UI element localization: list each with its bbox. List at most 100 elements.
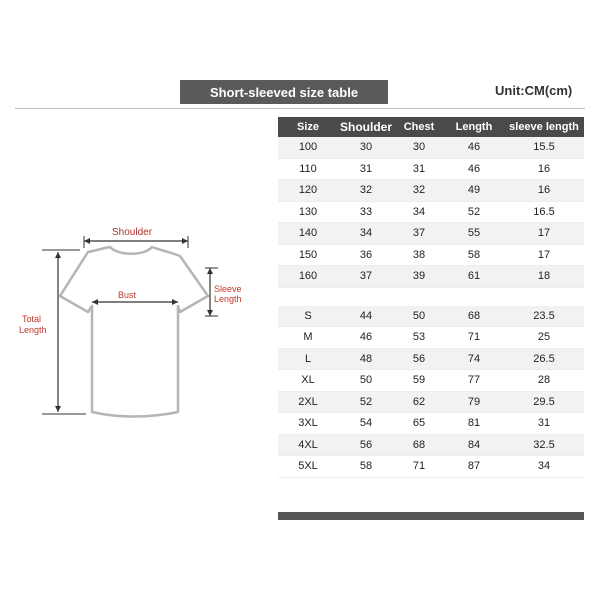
- cell-sleeve-length: 28: [537, 374, 551, 387]
- table-footer-bar: [278, 512, 584, 520]
- cell-shoulder: 44: [359, 309, 373, 322]
- cell-shoulder: 46: [359, 331, 373, 344]
- cell-chest: 56: [412, 352, 426, 365]
- size-table: Size Shoulder Chest Length sleeve length…: [278, 117, 584, 478]
- sleeve-label-line1: Sleeve: [214, 284, 242, 294]
- cell-chest: 68: [412, 438, 426, 451]
- cell-size: S: [304, 309, 312, 322]
- table-row: L 48 56 74 26.5: [278, 348, 584, 370]
- cell-size: XL: [301, 374, 315, 387]
- cell-sleeve-length: 26.5: [533, 352, 555, 365]
- cell-length: 74: [467, 352, 481, 365]
- cell-shoulder: 58: [359, 460, 373, 473]
- cell-length: 84: [467, 438, 481, 451]
- cell-chest: 59: [412, 374, 426, 387]
- cell-size: 4XL: [298, 438, 318, 451]
- cell-size: 2XL: [298, 395, 318, 408]
- cell-length: 52: [467, 205, 481, 218]
- cell-shoulder: 37: [359, 270, 373, 283]
- cell-chest: 71: [412, 460, 426, 473]
- cell-size: 150: [298, 248, 318, 261]
- cell-length: 49: [467, 184, 481, 197]
- cell-shoulder: 33: [359, 205, 373, 218]
- cell-chest: 34: [412, 205, 426, 218]
- total-label-line2: Length: [19, 325, 47, 335]
- header-chest: Chest: [403, 121, 435, 133]
- cell-chest: 50: [412, 309, 426, 322]
- header-size: Size: [296, 121, 319, 133]
- cell-sleeve-length: 15.5: [533, 141, 555, 154]
- table-title: Short-sleeved size table: [180, 80, 388, 104]
- cell-length: 68: [467, 309, 481, 322]
- cell-shoulder: 31: [359, 162, 373, 175]
- cell-chest: 65: [412, 417, 426, 430]
- cell-sleeve-length: 29.5: [533, 395, 555, 408]
- cell-sleeve-length: 31: [537, 417, 551, 430]
- cell-shoulder: 36: [359, 248, 373, 261]
- table-row: 3XL 54 65 81 31: [278, 413, 584, 435]
- cell-size: 3XL: [298, 417, 318, 430]
- cell-sleeve-length: 16: [537, 162, 551, 175]
- cell-chest: 62: [412, 395, 426, 408]
- cell-size: 140: [298, 227, 318, 240]
- cell-chest: 53: [412, 331, 426, 344]
- table-row: 110 31 31 46 16: [278, 159, 584, 180]
- header-shoulder: Shoulder: [339, 120, 392, 134]
- cell-sleeve-length: 32.5: [533, 438, 555, 451]
- cell-length: 58: [467, 248, 481, 261]
- cell-chest: 39: [412, 270, 426, 283]
- cell-shoulder: 56: [359, 438, 373, 451]
- cell-chest: 38: [412, 248, 426, 261]
- table-title-text: Short-sleeved size table: [209, 84, 359, 100]
- cell-sleeve-length: 34: [537, 460, 551, 473]
- cell-shoulder: 32: [359, 184, 373, 197]
- cell-sleeve-length: 23.5: [533, 309, 555, 322]
- table-header-row: Size Shoulder Chest Length sleeve length: [278, 117, 584, 137]
- table-row: 4XL 56 68 84 32.5: [278, 434, 584, 456]
- tshirt-diagram: Shoulder Bust Sleeve Length Total Length: [19, 227, 242, 418]
- cell-sleeve-length: 18: [537, 270, 551, 283]
- cell-size: 100: [298, 141, 318, 154]
- unit-label: Unit:CM(cm): [495, 83, 573, 98]
- table-row: 100 30 30 46 15.5: [278, 137, 584, 159]
- header-sleeve-length: sleeve length: [509, 121, 579, 133]
- total-label-line1: Total: [22, 314, 41, 324]
- cell-size: 5XL: [298, 460, 318, 473]
- cell-length: 46: [467, 162, 481, 175]
- cell-chest: 31: [412, 162, 426, 175]
- row-gap: [278, 288, 584, 306]
- cell-sleeve-length: 17: [537, 227, 551, 240]
- cell-shoulder: 48: [359, 352, 373, 365]
- cell-shoulder: 50: [359, 374, 373, 387]
- cell-chest: 32: [412, 184, 426, 197]
- cell-length: 87: [467, 460, 481, 473]
- cell-shoulder: 52: [359, 395, 373, 408]
- table-row: 5XL 58 71 87 34: [278, 456, 584, 478]
- cell-shoulder: 34: [359, 227, 373, 240]
- table-row: XL 50 59 77 28: [278, 370, 584, 392]
- cell-length: 77: [467, 374, 481, 387]
- cell-shoulder: 30: [359, 141, 373, 154]
- cell-length: 46: [467, 141, 481, 154]
- cell-sleeve-length: 25: [537, 331, 551, 344]
- header-length: Length: [455, 121, 493, 133]
- cell-length: 81: [467, 417, 481, 430]
- cell-sleeve-length: 16: [537, 184, 551, 197]
- cell-length: 79: [467, 395, 481, 408]
- cell-size: 110: [299, 162, 317, 175]
- cell-length: 71: [467, 331, 481, 344]
- tshirt-outline: [58, 245, 210, 418]
- cell-size: 160: [298, 270, 318, 283]
- sleeve-label-line2: Length: [214, 294, 242, 304]
- cell-chest: 37: [412, 227, 426, 240]
- cell-shoulder: 54: [359, 417, 373, 430]
- cell-size: L: [304, 352, 312, 365]
- cell-chest: 30: [412, 141, 426, 154]
- cell-sleeve-length: 16.5: [533, 205, 555, 218]
